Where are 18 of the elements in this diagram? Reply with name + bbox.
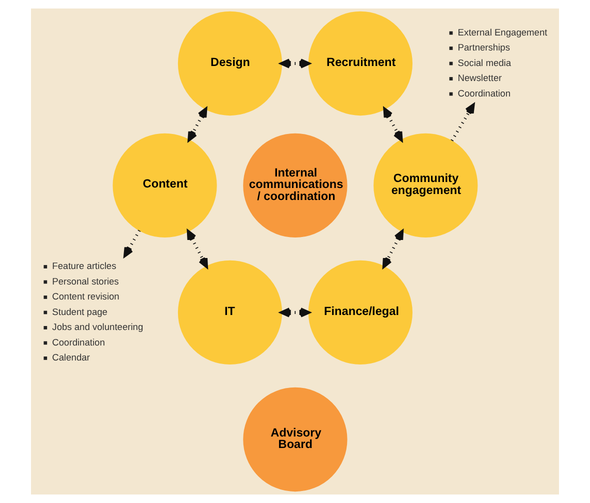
- arrow: [188, 108, 208, 142]
- node-circle: Content: [112, 133, 217, 238]
- node-text: Feature articles Personal stories Content revision Student page Jobs and volunteering Coordination Calendar: [52, 261, 144, 363]
- arrow: [450, 104, 475, 142]
- arrow: [124, 230, 141, 258]
- node-circle: Community engagement: [374, 133, 478, 238]
- node-circle: Finance/legal: [308, 260, 412, 365]
- node-circle: Internal communications / coordination: [243, 133, 348, 238]
- arrow: [280, 308, 310, 318]
- node-circle: Recruitment: [308, 11, 412, 116]
- arrow: [186, 230, 208, 268]
- node-circle: Design: [178, 11, 282, 116]
- node-circle: Advisory Board: [243, 387, 348, 492]
- node-circle: IT: [178, 260, 282, 365]
- arrow: [383, 108, 403, 142]
- arrow: [382, 230, 404, 268]
- arrow: [280, 58, 310, 68]
- node-text: External Engagement Partnerships Social media Newsletter Coordination: [458, 27, 548, 98]
